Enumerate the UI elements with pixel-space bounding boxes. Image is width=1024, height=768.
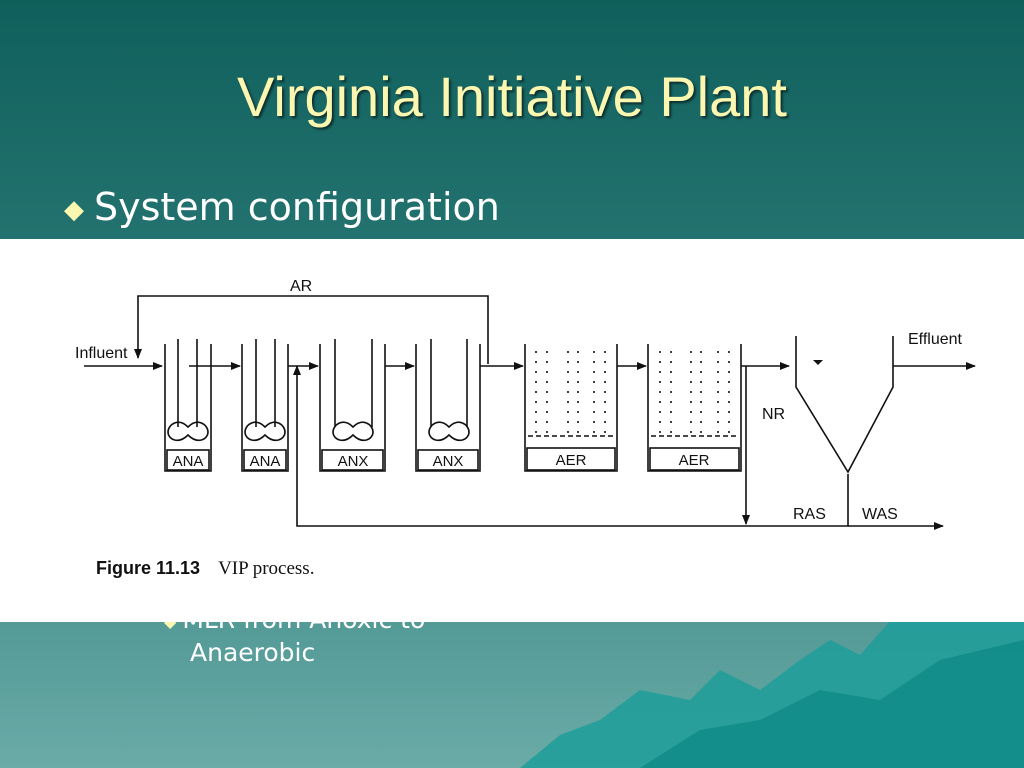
tank-label: ANX: [433, 453, 464, 470]
tank-label: ANX: [338, 453, 369, 470]
label-was: WAS: [862, 506, 898, 523]
diamond-bullet-icon: ◆: [64, 194, 84, 225]
tank-label: AER: [556, 452, 587, 469]
tank-label: ANA: [173, 453, 204, 470]
process-diagram: AR Influent Effluent NR RAS WAS ANA ANA …: [75, 278, 976, 530]
label-influent: Influent: [75, 345, 128, 362]
caption-text: VIP process.: [218, 558, 315, 579]
bullet-item: ◆ System configuration: [64, 184, 500, 233]
figure-caption: Figure 11.13 VIP process.: [96, 558, 314, 580]
caption-number: Figure 11.13: [96, 558, 201, 578]
ar-recycle-line: [134, 295, 489, 364]
tank-label: ANA: [250, 453, 281, 470]
water-level-icon: [813, 360, 823, 365]
sub-bullet-line2: Anaerobic: [190, 637, 316, 667]
ras-return-line: [293, 365, 849, 527]
label-ras: RAS: [793, 506, 826, 523]
label-effluent: Effluent: [908, 331, 963, 348]
label-ar: AR: [290, 278, 312, 295]
clarifier: [795, 336, 894, 474]
tank-label: AER: [679, 452, 710, 469]
bullet-text: System configuration: [94, 185, 500, 229]
label-nr: NR: [762, 406, 785, 423]
slide-title: Virginia Initiative Plant: [237, 65, 787, 128]
vip-process-figure: AR Influent Effluent NR RAS WAS ANA ANA …: [0, 239, 1024, 622]
